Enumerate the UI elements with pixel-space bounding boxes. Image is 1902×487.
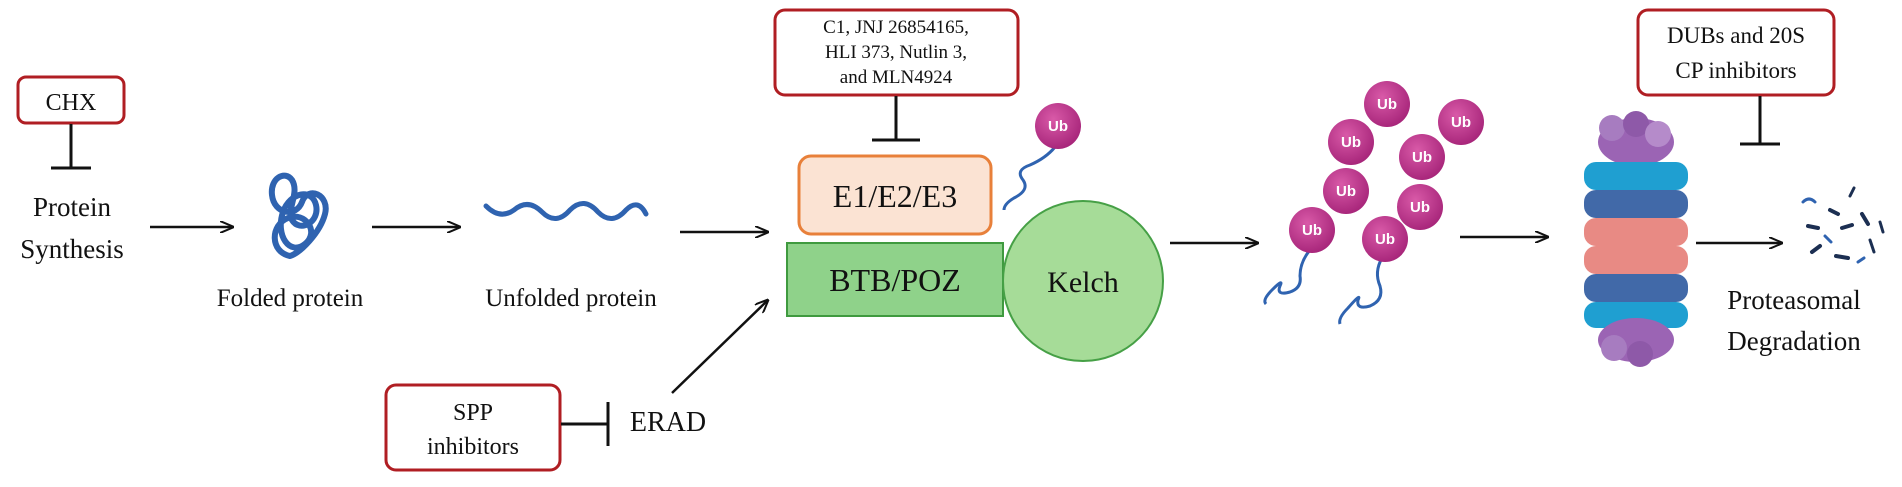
spp-box [384,383,562,472]
ub-circle [1438,99,1484,145]
ub-circle [1035,103,1081,149]
unfolded-protein-icon [483,201,649,221]
btb-poz-box [786,242,1004,317]
ub-label: Ub [1410,199,1430,216]
e1e2e3-box [797,154,993,236]
proteasome-ring-core-lower [1584,246,1688,274]
proteasome-subunit [1627,341,1653,367]
proteasome-ring-alpha-bottom [1584,302,1688,328]
protein-synthesis-line-2: Synthesis [20,234,124,264]
kelch-label: Kelch [1047,266,1119,299]
ub-label: Ub [1375,231,1395,248]
proteasome-ring-core-upper [1584,218,1688,246]
btb-poz-label: BTB/POZ [829,262,961,298]
proteasome-subunit [1599,115,1625,141]
spp-inhibitor: SPP inhibitors [384,383,610,472]
ub-label: Ub [1302,222,1322,239]
ub-circle [1364,81,1410,127]
e-inhibitor-line-1: C1, JNJ 26854165, [823,17,969,38]
chx-box [16,75,126,125]
protein-synthesis-label: Protein Synthesis [20,192,124,264]
proteasome-subunit [1601,335,1627,361]
ub-label: Ub [1336,183,1356,200]
dub-inhibitor: DUBs and 20S CP inhibitors [1636,8,1836,146]
ub-tail [1002,146,1057,211]
ub-circle [1397,184,1443,230]
kelch-domain [1002,200,1164,362]
folded-protein-icon [268,172,329,259]
ub-label: Ub [1451,114,1471,131]
e-complex-inhibitor: C1, JNJ 26854165, HLI 373, Nutlin 3, and… [773,8,1020,142]
e1e2e3-label: E1/E2/E3 [833,178,957,214]
ub-circle [1289,207,1335,253]
proteasome-ring-alpha-top [1584,162,1688,190]
peptide-fragments-icon [1801,186,1885,264]
erad-label: ERAD [630,407,706,438]
polyubiquitin-chain-left: Ub Ub Ub Ub [1263,81,1410,306]
ub-label: Ub [1341,134,1361,151]
ub-circle [1328,119,1374,165]
chain-right-tail [1338,257,1384,325]
e-inhibitor-line-3: and MLN4924 [840,67,953,88]
ub-label: Ub [1412,149,1432,166]
degradation-line-1: Proteasomal [1727,285,1860,315]
proteasome-icon [1584,111,1688,367]
chx-label: CHX [46,90,97,116]
proteasome-subunit [1623,111,1649,137]
folded-protein-label: Folded protein [217,285,364,312]
chain-left-tail [1263,249,1312,306]
unfolded-protein-label: Unfolded protein [485,285,657,312]
ub-circle [1362,216,1408,262]
ub-label: Ub [1048,118,1068,135]
ub-circle [1399,134,1445,180]
dub-line-2: CP inhibitors [1675,58,1796,83]
e-inhibitor-line-2: HLI 373, Nutlin 3, [825,42,967,63]
spp-line-2: inhibitors [427,434,519,460]
dub-line-1: DUBs and 20S [1667,23,1805,48]
proteasome-subunit [1645,121,1671,147]
proteasome-ring-beta-top [1584,190,1688,218]
chx-inhibitor: CHX [16,75,126,170]
protein-synthesis-line-1: Protein [33,192,111,222]
ub-circle [1323,168,1369,214]
ub-label: Ub [1377,96,1397,113]
single-ubiquitin: Ub [1002,103,1081,211]
arrow-erad-to-btb [671,300,768,394]
proteasome-ring-beta-bottom [1584,274,1688,302]
e-complex-inhibitor-box [773,8,1020,97]
dub-box [1636,8,1836,97]
degradation-line-2: Degradation [1727,326,1861,356]
spp-line-1: SPP [453,400,493,426]
polyubiquitin-chain-right: Ub Ub Ub Ub [1338,99,1484,325]
